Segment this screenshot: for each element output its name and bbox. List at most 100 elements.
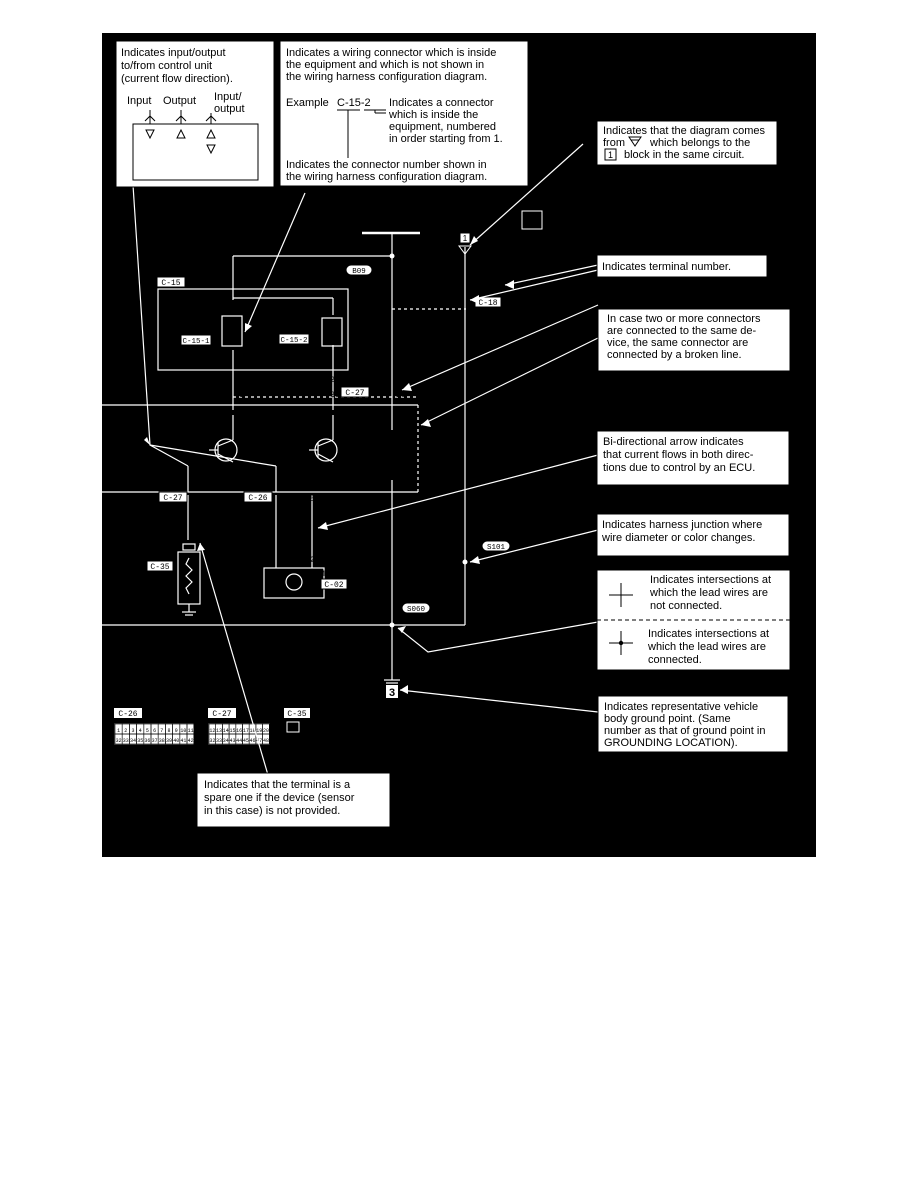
svg-text:that current flows in both dir: that current flows in both direc-	[603, 449, 754, 461]
connector-pin-number: 19	[256, 728, 262, 734]
connector-pin-number: 43	[229, 738, 235, 744]
svg-text:Indicates the connector number: Indicates the connector number shown in	[286, 159, 487, 171]
svg-text:B09: B09	[352, 268, 366, 276]
wire-bw: B-W	[213, 264, 228, 273]
wire-b-mid: B	[382, 529, 387, 538]
svg-text:(current flow direction).: (current flow direction).	[121, 73, 233, 85]
connector-pin-number: 9	[175, 728, 178, 734]
svg-text:GROUNDING LOCATION).: GROUNDING LOCATION).	[604, 737, 738, 749]
wire-2b-a: 2B	[452, 592, 462, 601]
connector-pin-number: 13	[216, 728, 222, 734]
connector-pin-number: 36	[144, 738, 150, 744]
pin-1d: 1	[192, 535, 197, 544]
resistor-block-number: 1	[458, 232, 472, 255]
leader-lines	[132, 143, 599, 776]
svg-text:Indicates representative vehic: Indicates representative vehicle	[604, 701, 758, 713]
connector-pin-number: 5	[146, 728, 149, 734]
wire-d: D	[456, 274, 461, 283]
svg-text:number as that of ground point: number as that of ground point in	[604, 725, 765, 737]
connector-pin-number: 11	[188, 728, 194, 734]
svg-text:from: from	[603, 137, 625, 149]
transistor-symbols	[182, 438, 338, 595]
connector-pin-number: 37	[152, 738, 158, 744]
junction-tag-s101: S101	[481, 540, 511, 552]
motor-label: MOTOR	[320, 570, 344, 579]
svg-text:Indicates input/output: Indicates input/output	[121, 47, 226, 59]
callout-ground-point: Indicates representative vehicle body gr…	[597, 695, 789, 753]
input-output-label-2: output	[214, 103, 245, 115]
tag-c35: C-35	[146, 560, 174, 572]
svg-text:3: 3	[389, 687, 395, 699]
callout-connector: Indicates a wiring connector which is in…	[279, 40, 529, 187]
svg-text:not connected.: not connected.	[650, 600, 722, 612]
svg-text:C-26: C-26	[248, 494, 267, 503]
connector-pin-number: 34	[223, 738, 229, 744]
connector-pin-number: 7	[160, 728, 163, 734]
connector-pin-cell	[186, 733, 195, 745]
intersection-not-connected-icon	[609, 583, 633, 607]
svg-text:the wiring harness configurati: the wiring harness configuration diagram…	[286, 171, 487, 183]
pin-15: 15	[396, 495, 406, 504]
svg-text:the equipment and which is not: the equipment and which is not shown in	[286, 59, 484, 71]
svg-text:in order starting from 1.: in order starting from 1.	[389, 133, 503, 145]
svg-text:body ground point. (Same: body ground point. (Same	[604, 713, 731, 725]
connector-pin-number: 33	[123, 738, 129, 744]
connector-tags: C-15 C-15-1 C-15-2 C-27 C-18 C-27 C-26	[146, 210, 543, 699]
intersection-connected-icon	[609, 631, 633, 655]
gnd-label: GND	[383, 472, 398, 481]
pin-20: 20	[396, 391, 406, 400]
svg-text:C-02: C-02	[324, 581, 343, 590]
svg-text:equipment, numbered: equipment, numbered	[389, 121, 496, 133]
image-id-label: AC106604 AB	[743, 841, 802, 851]
solenoid-assembly-label-2: VALVE	[157, 261, 181, 270]
svg-text:in this case) is not provided.: in this case) is not provided.	[204, 805, 340, 817]
face-c27-part: (MFS01622)	[238, 711, 274, 718]
schematic-wires	[102, 231, 466, 687]
connector-pin-number: 12	[209, 728, 215, 734]
pin-2a: 2	[236, 353, 241, 362]
svg-text:Indicates terminal number.: Indicates terminal number.	[602, 261, 731, 273]
connector-pin-number: 4	[139, 728, 142, 734]
wire-br: B-R	[288, 528, 303, 537]
face-c26-tag: C-26	[118, 710, 137, 719]
block-number-box	[604, 148, 617, 161]
svg-text:1: 1	[463, 234, 468, 243]
pin-3: 3	[237, 376, 242, 385]
connector-pin-number: 8	[167, 728, 170, 734]
callout-broken-line: In case two or more connectors are conne…	[597, 308, 791, 372]
connector-pin-number: 38	[159, 738, 165, 744]
callout-intersections: Indicates intersections at which the lea…	[596, 569, 791, 671]
svg-text:are connected to the same de-: are connected to the same de-	[607, 325, 757, 337]
pin-1a: 1	[236, 278, 241, 287]
svg-text:Bi-directional arrow indicates: Bi-directional arrow indicates	[603, 436, 744, 448]
face-c35-tag: C-35	[287, 710, 306, 719]
connector-pin-number: 47	[256, 738, 262, 744]
face-c26-part: (MFS01623)	[144, 711, 180, 718]
input-label: Input	[127, 95, 151, 107]
pin-6: 6	[279, 495, 284, 504]
connector-pin-number: 15	[229, 728, 235, 734]
solenoid2-label: SOLENOID	[262, 316, 301, 325]
connector-pin-number: 46	[250, 738, 256, 744]
tag-c15-2: C-15-2	[278, 333, 310, 345]
connector-pin-number: 10	[180, 728, 186, 734]
svg-text:S101: S101	[487, 544, 506, 552]
junction-tag-b09: B09	[345, 264, 373, 276]
pin-2d: 2	[310, 556, 315, 565]
pin-33: 33	[330, 391, 340, 400]
svg-text:Indicates intersections at: Indicates intersections at	[650, 574, 771, 586]
svg-text:which the lead wires are: which the lead wires are	[647, 641, 766, 653]
solenoid1-label: SOLENOID	[167, 319, 206, 328]
svg-text:which belongs to the: which belongs to the	[649, 137, 750, 149]
svg-text:C-35: C-35	[150, 563, 169, 572]
pin-1b: 1	[236, 308, 241, 317]
pin-1c: 1	[336, 308, 341, 317]
svg-text:Indicates a connector: Indicates a connector	[389, 97, 494, 109]
connector-pin-number: 35	[137, 738, 143, 744]
connector-pin-cell	[262, 733, 270, 745]
solenoid2-label-2: VALVE 2	[262, 323, 296, 332]
tag-c15: C-15	[156, 276, 186, 288]
pin-43: 43	[192, 495, 202, 504]
svg-text:spare one if the device (senso: spare one if the device (sensor	[204, 792, 355, 804]
